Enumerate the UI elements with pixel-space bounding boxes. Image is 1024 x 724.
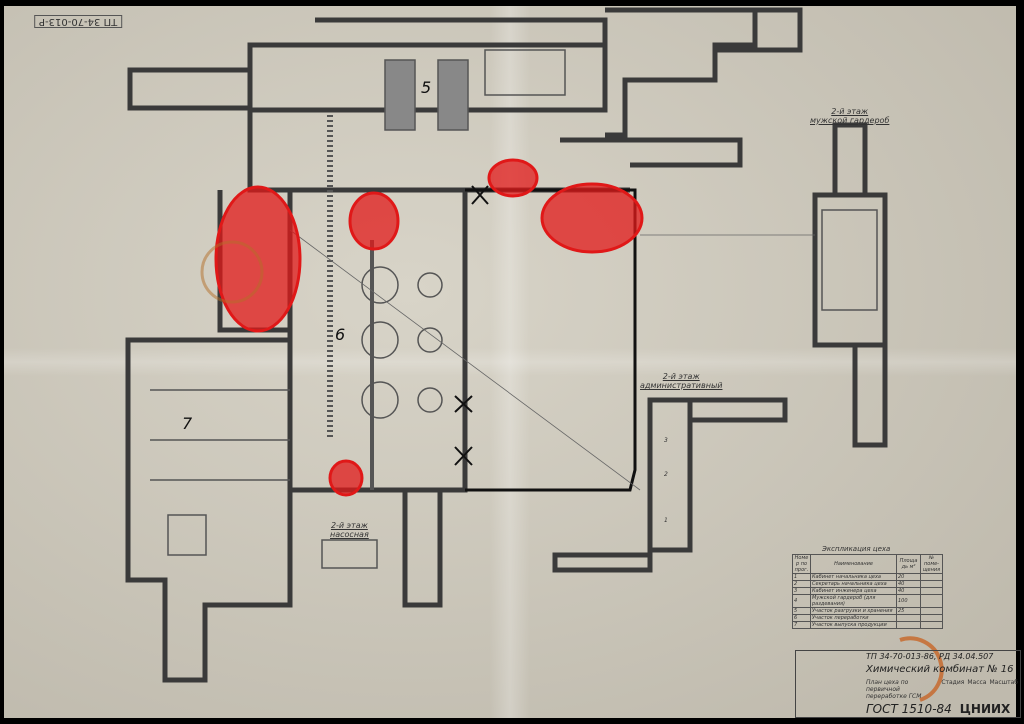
header-cell: Площадь м²	[896, 554, 921, 574]
cell-no: 3	[792, 587, 811, 595]
zone-number: 5	[421, 78, 432, 97]
coffee-stain	[899, 636, 944, 702]
column-label: Масса	[967, 678, 987, 686]
table-header: Номер по прог. Наименование Площадь м² №…	[792, 554, 943, 574]
room-number: 2	[664, 471, 668, 478]
gost-code: ГОСТ 1510-84	[866, 701, 952, 716]
column-label: Масштаб	[989, 678, 1018, 686]
cell-no: 2	[792, 580, 811, 588]
cell-area: 100	[896, 594, 921, 608]
organization: Химический комбинат № 16	[866, 664, 1014, 676]
cell-name: Секретарь начальника цеха	[810, 580, 897, 588]
equipment	[150, 49, 878, 569]
header-cell: Наименование	[810, 554, 897, 574]
cross-marks	[454, 185, 489, 466]
cell-name: Участок выпуска продукции	[810, 621, 897, 629]
stamp-columns: Стадия Масса Масштаб	[941, 679, 1018, 686]
coffee-stain	[200, 240, 264, 304]
cell-area	[896, 614, 921, 622]
cell-room	[920, 587, 943, 595]
cell-room	[920, 614, 943, 622]
title-block: ТП 34-70-013-86, РД 34.04.507 Химический…	[795, 650, 1021, 718]
cell-name: Участок разгрузки и хранения	[810, 607, 897, 615]
cell-area: 40	[896, 580, 921, 588]
cell-no: 5	[792, 607, 811, 615]
cell-room	[920, 580, 943, 588]
cell-name: Кабинет начальника цеха	[810, 573, 897, 581]
cell-room	[920, 594, 943, 608]
cell-room	[920, 621, 943, 629]
cell-area	[896, 621, 921, 629]
institute: ЦНИИХ	[959, 701, 1011, 716]
cell-no: 7	[792, 621, 811, 629]
cell-area: 25	[896, 607, 921, 615]
header-cell: № поме-щения	[920, 554, 943, 574]
room-number: 3	[664, 437, 668, 444]
cell-no: 1	[792, 573, 811, 581]
zone-number: 7	[182, 414, 193, 433]
cell-area: 40	[896, 587, 921, 595]
cell-name: Кабинет инженера цеха	[810, 587, 897, 595]
drawing-description: План цеха по первичной переработке ГСМ	[866, 678, 922, 700]
drawing-code: ТП 34-70-013-86, РД 34.04.507	[866, 652, 994, 661]
cell-room	[920, 607, 943, 615]
cell-no: 6	[792, 614, 811, 622]
cell-area: 20	[896, 573, 921, 581]
explication-title: Экспликация цеха	[822, 545, 891, 553]
room-number: 1	[664, 517, 668, 524]
explication-table: Экспликация цеха Номер по прог. Наименов…	[792, 545, 943, 629]
cell-no: 4	[792, 594, 811, 608]
column-label: Стадия	[941, 678, 965, 686]
zone-number: 6	[335, 325, 346, 344]
header-cell: Номер по прог.	[792, 554, 811, 574]
cell-room	[920, 573, 943, 581]
cell-name: Мужской гардероб (для раздевания)	[810, 594, 897, 608]
walls	[125, 7, 888, 683]
cell-name: Участок переработки	[810, 614, 897, 622]
